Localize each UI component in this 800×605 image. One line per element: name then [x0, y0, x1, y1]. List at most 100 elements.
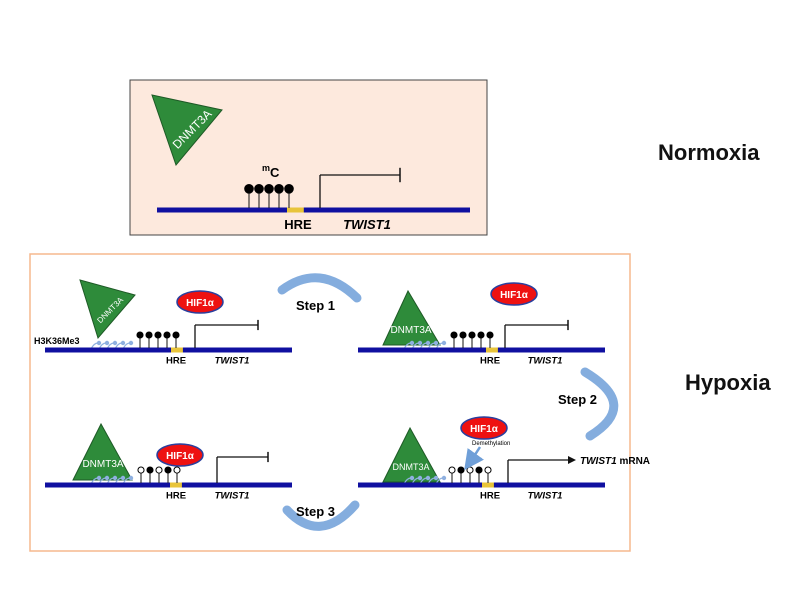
histone-mark-head [409, 475, 415, 481]
step-1-arrowhead [281, 277, 358, 299]
histone-mark-head [96, 475, 102, 481]
step-1-label: Step 1 [296, 298, 335, 313]
methylated-cpg [244, 183, 254, 194]
dna-strand [45, 482, 292, 488]
dnmt3a-triangle [382, 426, 441, 483]
methylated-cpg [475, 466, 483, 474]
methylated-cpg [468, 331, 476, 339]
histone-mark-head [441, 340, 447, 346]
methylated-cpg [264, 183, 274, 194]
transcription-arrowhead [568, 456, 576, 464]
dna-strand [45, 347, 292, 353]
methylated-cpg [254, 183, 264, 194]
twist1-mrna-label: TWIST1 mRNA [580, 456, 650, 467]
methylated-cpg [164, 466, 172, 474]
histone-mark-head [441, 475, 447, 481]
twist1-label: TWIST1 [215, 356, 250, 367]
hre-label: HRE [166, 491, 186, 502]
histone-mark-head [128, 475, 134, 481]
unmethylated-cpg [484, 466, 492, 474]
hre-label: HRE [480, 491, 500, 502]
twist1-label: TWIST1 [528, 491, 563, 502]
methylated-cpg [284, 183, 294, 194]
histone-mark-head [417, 475, 423, 481]
step-3-label: Step 3 [296, 504, 335, 519]
demethylation-arrow [464, 446, 484, 471]
histone-mark-head [120, 475, 126, 481]
dnmt3a-triangle [151, 94, 223, 167]
methylated-cpg [459, 331, 467, 339]
h3k36me3-label: H3K36Me3 [34, 336, 80, 346]
demethylation-label: Demethylation [472, 441, 510, 447]
hre-box [287, 207, 304, 213]
dna-strand [358, 482, 605, 488]
histone-mark-head [409, 340, 415, 346]
methyl-cytosine-label: mC [262, 163, 280, 180]
histone-mark-head [417, 340, 423, 346]
methylated-cpg [274, 183, 284, 194]
hif1a-label: HIF1α [166, 451, 195, 462]
histone-mark-head [104, 475, 110, 481]
methylated-cpg [457, 466, 465, 474]
dnmt3a-triangle [79, 279, 136, 340]
twist1-label: TWIST1 [343, 217, 391, 232]
hypoxia-panel [29, 253, 631, 552]
step-2-arrow [580, 367, 619, 441]
normoxia-label: Normoxia [658, 140, 760, 165]
methylated-cpg [450, 331, 458, 339]
methylated-cpg [146, 466, 154, 474]
step-1: Step 1 [277, 273, 362, 313]
unmethylated-cpg [173, 466, 181, 474]
methylated-cpg [163, 331, 171, 339]
histone-mark-head [425, 475, 431, 481]
hre-box [171, 347, 183, 353]
hif1a-label: HIF1α [186, 298, 215, 309]
step-3: Step 3 [282, 500, 360, 531]
methylated-cpg [477, 331, 485, 339]
step-2: Step 2 [558, 367, 619, 441]
histone-mark-head [96, 340, 102, 346]
dnmt3a-label: DNMT3A [82, 459, 123, 470]
step-2-label: Step 2 [558, 392, 597, 407]
methylated-cpg [145, 331, 153, 339]
histone-mark-head [112, 475, 118, 481]
unmethylated-cpg [155, 466, 163, 474]
hif1a-label: HIF1α [500, 290, 529, 301]
methylated-cpg [136, 331, 144, 339]
hif1a-label: HIF1α [470, 424, 499, 435]
dna-strand [157, 207, 470, 213]
unmethylated-cpg [466, 466, 474, 474]
histone-mark-head [120, 340, 126, 346]
hre-box [482, 482, 494, 488]
twist1-label: TWIST1 [528, 356, 563, 367]
hif1a-ellipse [156, 443, 204, 467]
histone-mark-head [112, 340, 118, 346]
hre-label: HRE [166, 356, 186, 367]
histone-mark-head [128, 340, 134, 346]
hypoxia-label: Hypoxia [685, 370, 771, 395]
dnmt3a-label: DNMT3A [390, 325, 431, 336]
hif1a-ellipse [460, 416, 508, 440]
hre-label: HRE [284, 217, 312, 232]
hre-box [170, 482, 182, 488]
step-3-arrowhead [286, 504, 356, 527]
histone-mark-head [433, 475, 439, 481]
unmethylated-cpg [448, 466, 456, 474]
dnmt3a-label: DNMT3A [392, 462, 429, 472]
hif1a-ellipse [490, 282, 538, 306]
methylated-cpg [172, 331, 180, 339]
methylated-cpg [154, 331, 162, 339]
twist1-label: TWIST1 [215, 491, 250, 502]
histone-mark-head [425, 340, 431, 346]
hif1a-ellipse [176, 290, 224, 314]
histone-mark-head [104, 340, 110, 346]
unmethylated-cpg [137, 466, 145, 474]
hre-box [486, 347, 498, 353]
histone-mark-head [433, 340, 439, 346]
methylated-cpg [486, 331, 494, 339]
